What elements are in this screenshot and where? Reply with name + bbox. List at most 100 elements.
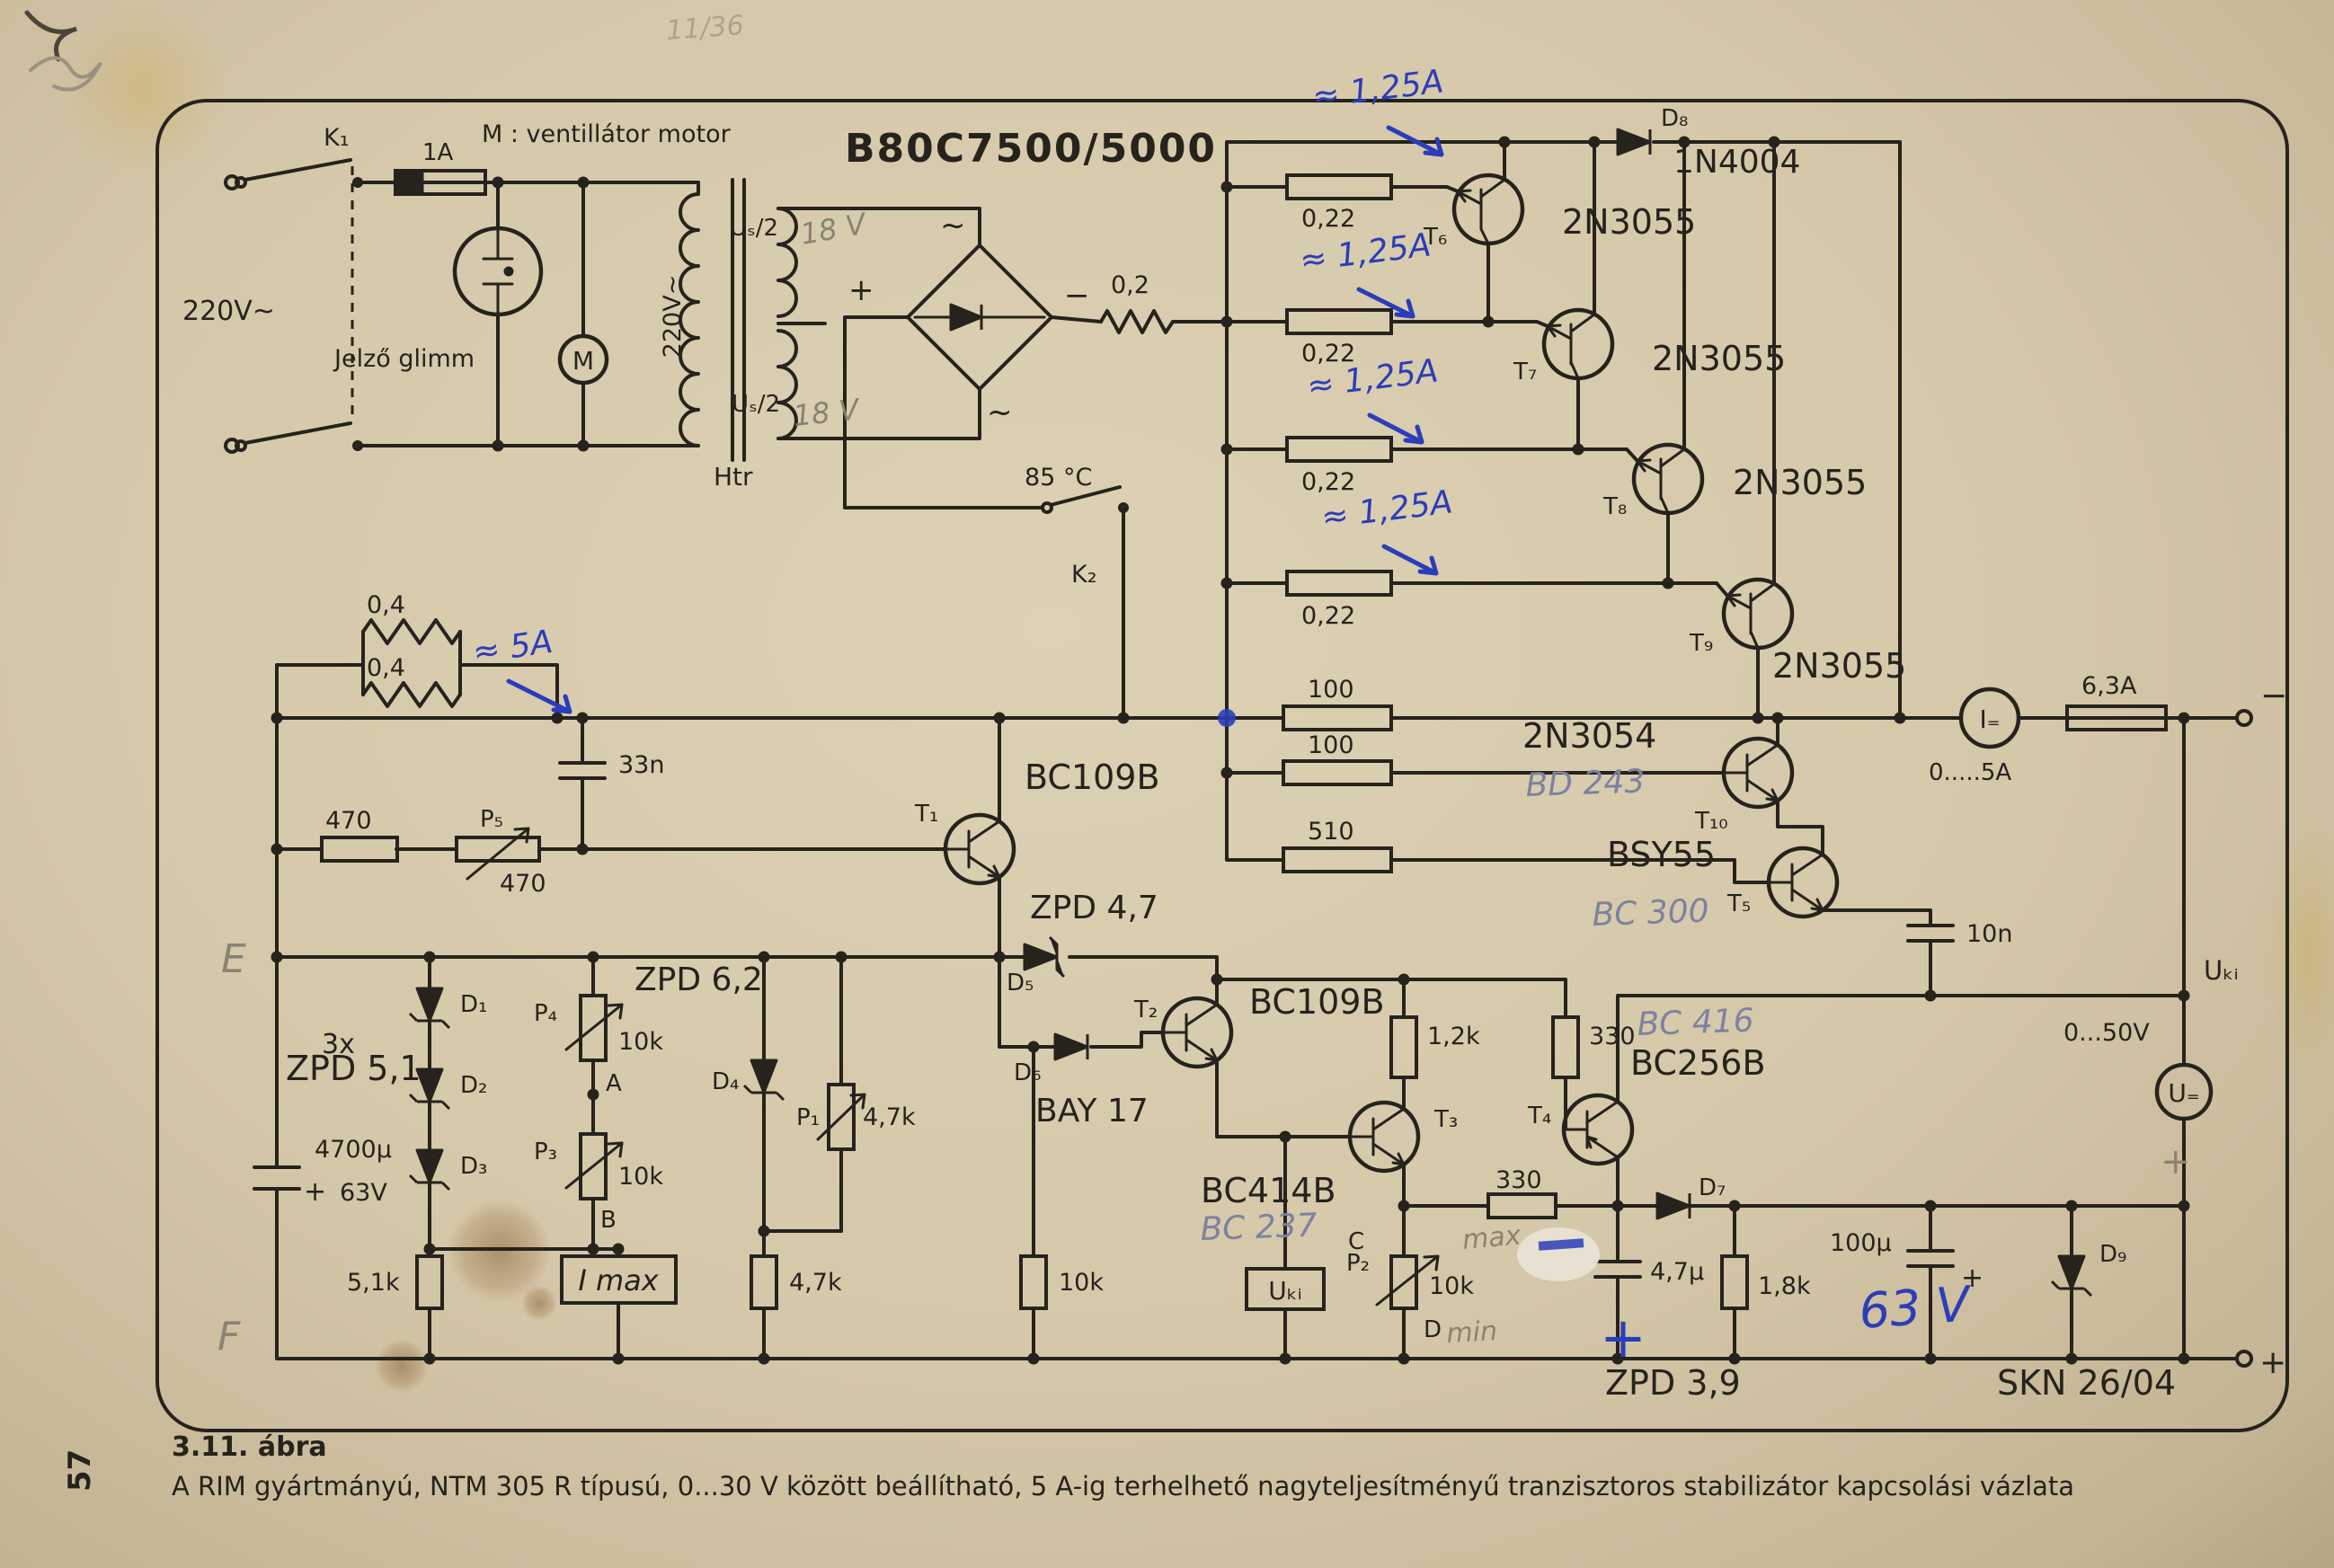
annotation-plus-big: + [1600,1305,1646,1370]
input-terminals-and-switches [224,158,1129,514]
label-p2: P₂ [1346,1250,1370,1277]
label-r022-3: 0,22 [1301,468,1355,496]
zener-d4 [742,1059,785,1102]
pot-wiper-arrows [466,827,1440,1307]
label-zpd39: ZPD 3,9 [1605,1363,1741,1403]
label-imax: I max [578,1263,659,1298]
label-d7: D₇ [1699,1174,1726,1201]
resistor-04-1 [361,618,462,645]
label-t6: T₆ [1423,224,1447,251]
label-bridge-plus: + [848,272,874,308]
blue-pen-node [1218,709,1236,727]
resistor-100-1 [1282,704,1393,731]
label-uki-box: Uₖᵢ [1268,1276,1301,1306]
label-p5: P₅ [480,806,503,833]
label-t1: T₁ [914,801,938,828]
label-r022-2: 0,22 [1301,340,1355,368]
label-p4: P₄ [534,1000,557,1027]
label-p1-val: 4,7k [863,1103,916,1131]
resistor-100-2 [1282,759,1393,786]
output-terminal-plus [2235,1350,2253,1368]
resistors [320,173,1749,1310]
label-r04-2: 0,4 [367,654,405,682]
label-skn: SKN 26/04 [1997,1363,2176,1403]
label-d1: D₁ [460,991,487,1018]
label-bc109b-1: BC109B [1025,757,1160,797]
annotation-e: E [221,936,246,982]
label-d9: D₉ [2099,1241,2126,1268]
title-rectifier-type: B80C7500/5000 [845,126,1217,172]
label-t5: T₅ [1726,890,1751,917]
label-zpd62: ZPD 6,2 [635,961,763,998]
label-c4700: 4700μ [315,1136,392,1164]
label-d2: D₂ [460,1072,487,1099]
annotation-max: max [1461,1219,1522,1256]
label-d3: D₃ [460,1153,487,1180]
transistor-t7 [1541,307,1615,381]
label-bc109b-2: BC109B [1249,982,1385,1022]
label-r51k: 5,1k [347,1269,400,1297]
label-c47u: 4,7μ [1650,1258,1704,1286]
resistor-470 [320,836,399,863]
label-jelzo-glimm: Jelző glimm [333,345,475,373]
label-220v: 220V~ [182,296,275,327]
resistor-5k1 [415,1254,444,1310]
diode-d8 [1616,128,1652,156]
label-point-b: B [600,1207,617,1234]
label-voltage-range: 0...50V [2063,1019,2150,1047]
annotation-18v-2: 18 V [792,392,862,433]
imax-box [560,1254,678,1305]
switch-k1-blades [244,158,352,445]
diode-d6 [1053,1032,1089,1061]
label-bsy55: BSY55 [1607,835,1716,874]
label-r510: 510 [1308,818,1354,846]
label-output-plus: + [2259,1344,2286,1381]
resistor-10k [1019,1254,1048,1310]
output-terminal-minus [2235,709,2253,727]
zener-d5 [1023,935,1066,979]
annotation-bc300: BC 300 [1592,892,1709,934]
transistors [943,173,1840,1174]
resistor-022-3 [1285,436,1393,463]
label-r10k: 10k [1059,1269,1104,1297]
label-zpd47: ZPD 4,7 [1030,890,1158,926]
pot-p3 [579,1132,608,1200]
label-p3-val: 10k [618,1163,663,1191]
zener-d1 [408,987,451,1030]
label-1n4004: 1N4004 [1673,144,1800,181]
label-p3: P₃ [534,1138,557,1165]
figure-caption: A RIM gyártmányú, NTM 305 R típusú, 0...… [172,1471,2074,1502]
label-85c: 85 °C [1025,464,1092,492]
resistor-330-v [1551,1015,1580,1079]
resistor-510 [1282,846,1393,873]
label-fuse-1a: 1A [422,139,454,166]
annotation-minus-mark [1538,1238,1584,1251]
junction-dots [271,136,2190,1365]
label-point-c: C [1348,1228,1364,1255]
label-ammeter: I₌ [1979,704,2000,734]
label-2n3055-4: 2N3055 [1772,646,1906,686]
label-r100-2: 100 [1308,731,1354,759]
label-bc414b: BC414B [1201,1171,1336,1210]
label-ac-bottom: ~ [987,394,1013,430]
label-2n3055-2: 2N3055 [1652,339,1786,378]
label-t2: T₂ [1133,997,1158,1023]
pot-p2 [1389,1254,1418,1310]
label-p2-val: 10k [1429,1272,1474,1300]
diode-d7 [1655,1192,1691,1220]
label-t8: T₈ [1602,493,1627,520]
transistor-t6 [1451,173,1525,246]
transistor-t8 [1631,442,1705,516]
resistor-022-1 [1285,173,1393,200]
annotation-bc416: BC 416 [1637,1002,1754,1043]
zener-d9 [2050,1254,2093,1298]
label-c100u: 100μ [1830,1229,1892,1257]
label-p1: P₁ [796,1104,820,1131]
label-bay17: BAY 17 [1035,1093,1149,1129]
label-2n3055-1: 2N3055 [1562,202,1696,242]
label-2n3054: 2N3054 [1522,716,1656,756]
label-output-minus: − [2260,678,2287,714]
label-point-a: A [606,1070,622,1097]
resistor-1k2 [1389,1015,1418,1079]
